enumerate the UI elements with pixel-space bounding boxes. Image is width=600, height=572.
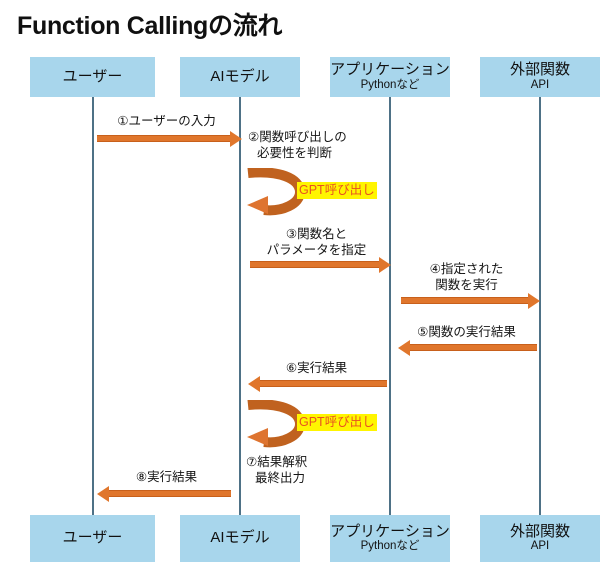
arrow-shaft (250, 261, 380, 268)
actor-box-ai-model-bottom[interactable]: AIモデル (180, 515, 300, 562)
message-label-4: ④指定された 関数を実行 (393, 262, 540, 293)
lifeline-external-api (539, 97, 541, 515)
actor-box-application-top[interactable]: アプリケーション Pythonなど (330, 57, 450, 97)
note-label-2-line2: 必要性を判断 (257, 145, 333, 160)
actor-label-application-bottom: アプリケーション (330, 522, 450, 540)
actor-sublabel-application-top: Pythonなど (360, 78, 420, 91)
note-label-7: ⑦結果解釈 最終出力 (246, 455, 396, 486)
message-arrow-3[interactable] (250, 257, 391, 273)
note-label-2: ②関数呼び出しの 必要性を判断 (248, 130, 398, 161)
arrow-head-right-icon (379, 257, 391, 273)
actor-sublabel-application-bottom: Pythonなど (360, 540, 420, 553)
note-label-7-line1: ⑦結果解釈 (246, 455, 308, 469)
actor-sublabel-external-api-bottom: API (530, 540, 550, 553)
message-label-6-text: ⑥実行結果 (285, 361, 348, 375)
message-label-4-line2: 関数を実行 (435, 277, 498, 292)
arrow-shaft (401, 297, 529, 304)
message-arrow-8[interactable] (97, 486, 231, 502)
note-label-2-line1: ②関数呼び出しの (248, 130, 347, 144)
message-label-8-text: ⑧実行結果 (135, 470, 198, 484)
message-arrow-6[interactable] (248, 376, 387, 392)
message-arrow-1[interactable] (97, 131, 242, 147)
message-label-8: ⑧実行結果 (93, 470, 240, 486)
message-arrow-4[interactable] (401, 293, 540, 309)
message-arrow-5[interactable] (398, 340, 537, 356)
message-label-1-text: ①ユーザーの入力 (117, 114, 216, 128)
note-label-7-line2: 最終出力 (255, 470, 306, 485)
message-label-3-line1: ③関数名と (285, 227, 348, 241)
actor-label-user-top: ユーザー (62, 67, 123, 85)
actor-box-user-bottom[interactable]: ユーザー (30, 515, 155, 562)
actor-box-application-bottom[interactable]: アプリケーション Pythonなど (330, 515, 450, 562)
message-label-5: ⑤関数の実行結果 (393, 325, 540, 341)
message-label-3: ③関数名と パラメータを指定 (243, 227, 390, 258)
actor-label-application-top: アプリケーション (330, 61, 450, 79)
arrow-head-left-icon (248, 376, 260, 392)
lifeline-user (92, 97, 94, 515)
lifeline-ai-model (239, 97, 241, 515)
arrow-head-left-icon (97, 486, 109, 502)
actor-box-external-api-top[interactable]: 外部関数 API (480, 57, 600, 97)
message-label-6: ⑥実行結果 (243, 361, 390, 377)
lifeline-application (389, 97, 391, 515)
arrow-shaft (97, 135, 231, 142)
gpt-call-label-2: GPT呼び出し (297, 414, 377, 432)
actor-label-ai-model-top: AIモデル (210, 67, 270, 85)
actor-label-user-bottom: ユーザー (62, 529, 123, 547)
arrow-head-right-icon (230, 131, 242, 147)
page-title: Function Callingの流れ (17, 12, 283, 40)
message-label-4-line1: ④指定された (429, 262, 504, 276)
message-label-1: ①ユーザーの入力 (93, 114, 240, 130)
actor-label-external-api-top: 外部関数 (509, 61, 570, 79)
arrow-head-left-icon (398, 340, 410, 356)
message-label-3-line2: パラメータを指定 (266, 242, 367, 257)
actor-box-user-top[interactable]: ユーザー (30, 57, 155, 97)
actor-box-ai-model-top[interactable]: AIモデル (180, 57, 300, 97)
actor-sublabel-external-api-top: API (530, 78, 550, 91)
arrow-shaft (259, 380, 387, 387)
arrow-shaft (108, 490, 231, 497)
arrow-head-right-icon (528, 293, 540, 309)
arrow-shaft (409, 344, 537, 351)
gpt-call-label-1: GPT呼び出し (297, 182, 377, 200)
actor-label-ai-model-bottom: AIモデル (210, 529, 270, 547)
message-label-5-text: ⑤関数の実行結果 (417, 325, 516, 339)
actor-label-external-api-bottom: 外部関数 (509, 522, 570, 540)
actor-box-external-api-bottom[interactable]: 外部関数 API (480, 515, 600, 562)
